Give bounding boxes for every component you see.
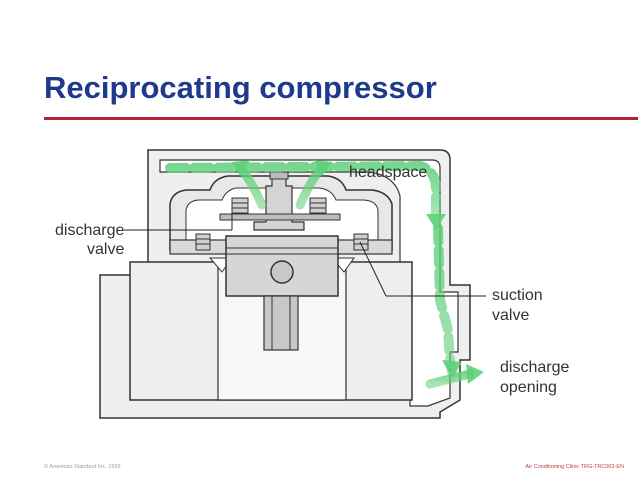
label-headspace: headspace [349, 164, 428, 181]
flow-arrowheads [232, 160, 484, 384]
suction-valve-springs [195, 233, 369, 251]
label-suction-valve-line1: suction [492, 287, 543, 304]
footer-copyright: © American Standard Inc. 1999 [44, 464, 121, 470]
label-suction-valve-line2: valve [492, 307, 530, 324]
connecting-rod [263, 295, 299, 351]
discharge-valve-springs [231, 197, 327, 217]
label-discharge-opening-line1: discharge [500, 359, 570, 376]
label-discharge-opening: discharge opening [500, 358, 569, 398]
label-discharge-opening-line2: opening [500, 379, 557, 396]
slide-title: Reciprocating compressor [44, 70, 437, 105]
leader-lines [124, 214, 486, 297]
footer-course-code: Air Conditioning Clinic TRG-TRC002-EN [525, 464, 624, 470]
label-discharge-valve-line2: valve [87, 241, 125, 258]
discharge-reed [219, 213, 341, 221]
label-discharge-valve-line1: discharge [55, 222, 125, 239]
label-suction-valve: suction valve [492, 286, 543, 326]
wrist-pin [270, 260, 294, 284]
title-underline [44, 117, 638, 120]
label-discharge-valve: discharge valve [55, 221, 124, 259]
